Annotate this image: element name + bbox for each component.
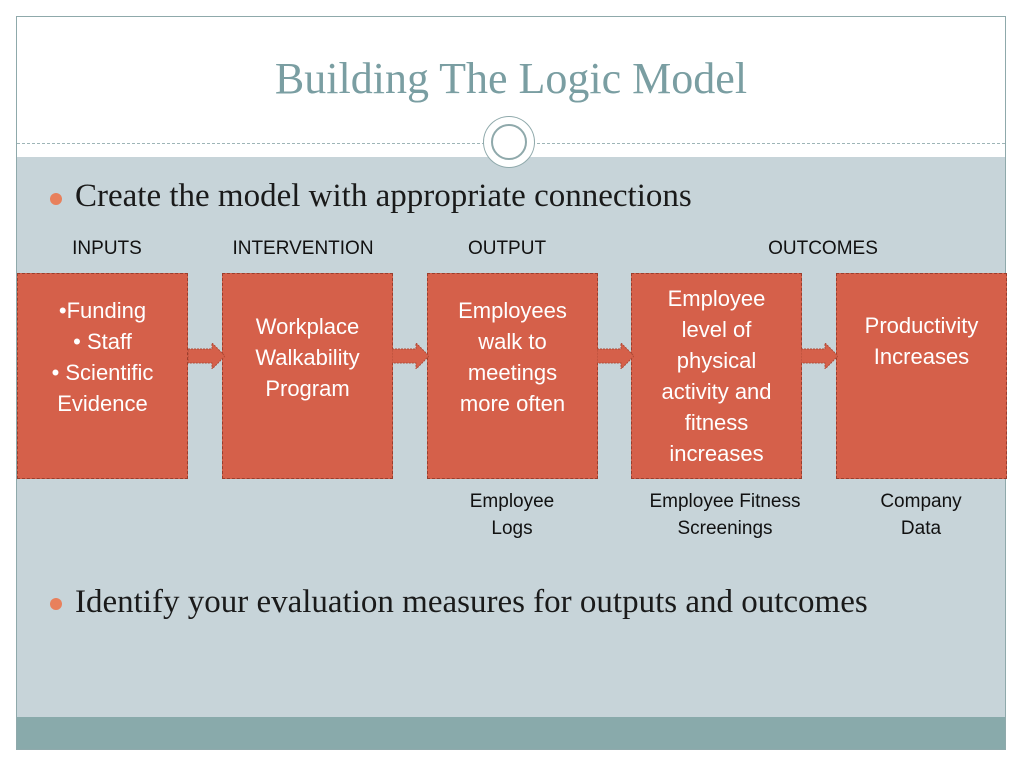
box-line: Productivity	[864, 313, 979, 338]
logic-box-output: Employees walk to meetings more often	[427, 273, 598, 479]
stage-header-intervention: INTERVENTION	[232, 238, 374, 259]
box-line: •Funding	[58, 298, 147, 323]
footer-band	[17, 717, 1005, 749]
measure-line: Data	[900, 518, 942, 539]
box-line: • Staff	[73, 329, 132, 354]
box-line: Program	[265, 375, 350, 401]
box-line: level of	[681, 317, 752, 342]
measure-line: Screenings	[677, 518, 773, 539]
measure-employee-logs: Employee Logs	[442, 488, 582, 542]
box-text: Productivity Increases	[859, 310, 985, 372]
box-line: activity and	[661, 379, 772, 404]
bullet-text-1: Create the model with appropriate connec…	[75, 178, 692, 214]
slide-title: Building The Logic Model	[274, 54, 748, 103]
box-text: Employee level of physical activity and …	[655, 283, 777, 469]
measure-line: Company	[880, 491, 962, 512]
logic-box-outcome-fitness: Employee level of physical activity and …	[631, 273, 802, 479]
arrow-right-icon	[392, 343, 429, 369]
box-line: more often	[459, 391, 566, 416]
arrow-right-icon	[188, 343, 225, 369]
box-text: Employees walk to meetings more often	[452, 295, 573, 419]
box-line: Increases	[873, 344, 970, 369]
measure-line: Employee Fitness	[649, 491, 801, 512]
box-line: Employee	[667, 286, 766, 311]
arrow-right-icon	[801, 343, 838, 369]
stage-header-inputs: INPUTS	[72, 238, 142, 259]
measure-company-data: Company Data	[851, 488, 991, 542]
box-line: fitness	[684, 410, 749, 435]
box-line: Evidence	[57, 391, 148, 416]
box-line: meetings	[467, 360, 558, 385]
bullet-icon	[50, 193, 62, 205]
box-line: Employees	[458, 298, 567, 323]
measure-line: Employee	[469, 491, 555, 512]
measure-line: Logs	[491, 518, 533, 539]
arrow-right-icon	[597, 343, 634, 369]
ring-ornament-icon	[484, 117, 534, 167]
box-line: physical	[676, 348, 757, 373]
ring-inner-icon	[491, 124, 527, 160]
box-line: Walkability	[255, 344, 360, 370]
logic-box-inputs: •Funding • Staff • Scientific Evidence	[17, 273, 188, 479]
logic-box-intervention: Workplace Walkability Program	[222, 273, 393, 479]
stage-header-outcomes: OUTCOMES	[768, 238, 878, 259]
bullet-text-2: Identify your evaluation measures for ou…	[75, 584, 868, 620]
measure-fitness-screenings: Employee Fitness Screenings	[625, 488, 825, 542]
box-line: • Scientific	[51, 360, 154, 385]
box-line: Workplace	[255, 313, 360, 339]
logic-box-outcome-productivity: Productivity Increases	[836, 273, 1007, 479]
box-line: increases	[669, 441, 764, 466]
box-text: Workplace Walkability Program	[249, 311, 365, 404]
stage-header-output: OUTPUT	[467, 238, 547, 259]
bullet-icon	[50, 598, 62, 610]
box-line: walk to	[478, 329, 547, 354]
box-text: •Funding • Staff • Scientific Evidence	[46, 295, 160, 419]
